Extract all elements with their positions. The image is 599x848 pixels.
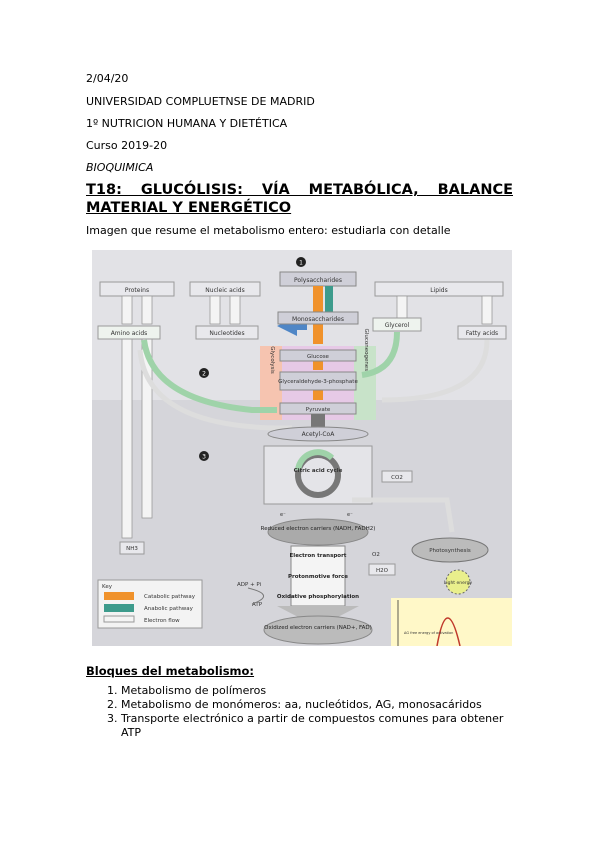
key-anabolic-swatch: [104, 604, 134, 612]
box-monosaccharides: Monosaccharides: [292, 316, 344, 323]
nh3: NH3: [126, 546, 138, 552]
marker-1: [296, 257, 306, 267]
marker-2: [199, 368, 209, 378]
intro-text: Imagen que resume el metabolismo entero:…: [86, 224, 451, 237]
step-pyruvate: Pyruvate: [306, 407, 331, 413]
acetyl-coa: Acetyl-CoA: [302, 431, 336, 438]
subject: BIOQUIMICA: [86, 161, 154, 174]
box-lipids: Lipids: [430, 287, 447, 294]
box-glycerol: Glycerol: [385, 322, 410, 329]
blocks-title: Bloques del metabolismo:: [86, 664, 255, 678]
box-fatty-acids: Fatty acids: [466, 330, 498, 337]
step-g3p: Glyceraldehyde-3-phosphate: [278, 379, 358, 385]
key-catabolic-swatch: [104, 592, 134, 600]
light-energy: Light energy: [444, 580, 473, 586]
list-item: Metabolismo de monómeros: aa, nucleótido…: [121, 698, 513, 712]
list-item: Transporte electrónico a partir de compu…: [121, 712, 513, 740]
metabolism-diagram: 1 Proteins Nucleic acids Polysaccharides…: [92, 250, 512, 646]
o2: O2: [372, 552, 380, 558]
reduced-carriers: Reduced electron carriers (NADH, FADH2): [261, 526, 376, 532]
oxidative-phosphorylation: Oxidative phosphorylation: [277, 594, 359, 600]
electron-label-1: e⁻: [280, 512, 286, 518]
h2o: H2O: [376, 568, 389, 574]
inset-label: ΔG free energy of activation: [404, 631, 453, 635]
photosynthesis: Photosynthesis: [429, 548, 471, 554]
key-electron-swatch: [103, 615, 135, 623]
date: 2/04/20: [86, 72, 129, 85]
page-title-line1: T18: GLUCÓLISIS: VÍA METABÓLICA, BALANCE: [86, 182, 513, 198]
marker-3-label: 3: [202, 454, 206, 461]
marker-3: [199, 451, 209, 461]
box-nucleic-acids: Nucleic acids: [205, 287, 244, 294]
protonmotive-force: Protonmotive force: [288, 574, 348, 580]
blocks-list: Metabolismo de polímeros Metabolismo de …: [86, 684, 513, 740]
citric-acid-cycle: Citric acid cycle: [294, 468, 343, 474]
atp: ATP: [252, 602, 263, 608]
electron-label-2: e⁻: [347, 512, 353, 518]
glycolysis-label: Glycolysis: [269, 346, 275, 374]
box-polysaccharides: Polysaccharides: [294, 277, 342, 284]
step-glucose: Glucose: [307, 354, 330, 360]
key-anabolic: Anabolic pathway: [144, 606, 194, 612]
key-title: Key: [102, 584, 113, 590]
box-nucleotides: Nucleotides: [209, 330, 244, 337]
university: UNIVERSIDAD COMPLUETNSE DE MADRID: [86, 95, 315, 108]
electron-transport: Electron transport: [290, 553, 347, 559]
course: Curso 2019-20: [86, 139, 168, 152]
co2: CO2: [391, 475, 403, 481]
degree: 1º NUTRICION HUMANA Y DIETÉTICA: [86, 117, 288, 130]
oxidized-carriers: Oxidized electron carriers (NAD+, FAD): [264, 625, 372, 631]
marker-2-label: 2: [202, 371, 206, 378]
list-item: Metabolismo de polímeros: [121, 684, 513, 698]
adp-pi: ADP + Pi: [237, 582, 262, 588]
gluconeogenesis-label: Gluconeogenesis: [363, 329, 369, 376]
box-proteins: Proteins: [125, 287, 149, 294]
page-title-line2: MATERIAL Y ENERGÉTICO: [86, 200, 292, 216]
box-amino-acids: Amino acids: [111, 330, 148, 337]
marker-1-label: 1: [299, 260, 303, 267]
key-electron: Electron flow: [144, 618, 180, 624]
key-catabolic: Catabolic pathway: [144, 594, 196, 600]
